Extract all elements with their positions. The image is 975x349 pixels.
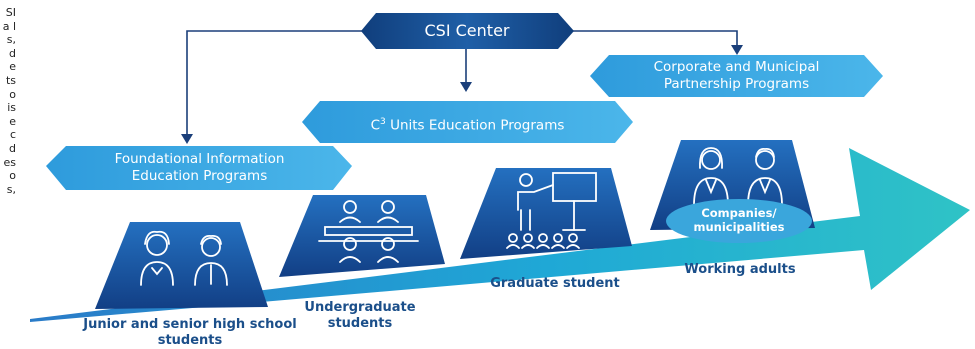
corporate-program-box xyxy=(590,55,883,97)
side-text-line: a l xyxy=(2,19,16,33)
c3-program-label: C3 Units Education Programs xyxy=(370,117,565,134)
csi-center-box xyxy=(361,13,574,49)
group-table-icon xyxy=(318,200,419,263)
side-text-line: is xyxy=(7,101,16,115)
side-text-line: SI xyxy=(5,6,16,19)
working-adults-label: Working adults xyxy=(684,262,796,277)
companies-badge xyxy=(666,199,812,243)
side-text-line: s, xyxy=(6,33,16,47)
side-text-line: s, xyxy=(6,182,16,196)
side-text-line: es xyxy=(3,155,17,169)
lecture-icon xyxy=(506,172,597,249)
high-school-panel xyxy=(95,222,268,309)
side-text-line: ts xyxy=(5,73,16,87)
graduate-panel xyxy=(460,168,632,259)
corporate-program-label: Corporate and Municipal Partnership Prog… xyxy=(653,59,820,92)
side-text-line: e xyxy=(9,114,16,128)
connector-arrowheads xyxy=(181,45,743,144)
side-text-line: d xyxy=(9,141,16,155)
side-text-line: c xyxy=(9,128,16,142)
undergraduate-label: Undergraduate students xyxy=(304,300,416,331)
high-school-label: Junior and senior high school students xyxy=(83,317,297,348)
business-people-icon xyxy=(693,147,783,206)
companies-badge-label: Companies/ municipalities xyxy=(693,206,785,234)
side-text-line: o xyxy=(9,87,16,101)
side-text-line: o xyxy=(9,169,16,183)
student-pair-icon xyxy=(140,230,228,286)
graduate-label: Graduate student xyxy=(490,276,620,291)
foundational-program-box xyxy=(46,146,352,190)
undergraduate-panel xyxy=(279,195,445,277)
csi-center-label: CSI Center xyxy=(424,21,510,40)
side-text-line: d xyxy=(9,46,16,60)
connector-lines xyxy=(186,30,738,134)
side-text-line: e xyxy=(9,60,16,74)
c3-program-box xyxy=(302,101,633,143)
foundational-program-label: Foundational Information Education Progr… xyxy=(114,151,285,184)
